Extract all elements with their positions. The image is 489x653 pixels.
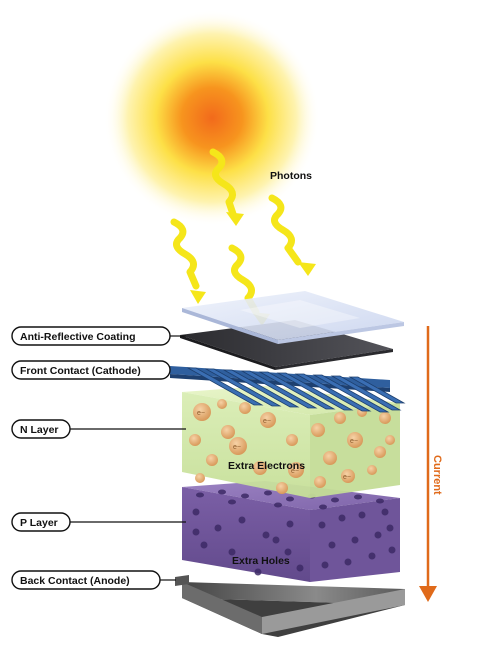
extra-electrons-label: Extra Electrons (228, 460, 305, 472)
photon-ray (268, 194, 302, 266)
photon-ray (209, 148, 237, 218)
callout-back-contact: Back Contact (Anode) (11, 570, 176, 590)
electron-symbol: e− (343, 474, 351, 481)
electron-symbol: e− (233, 444, 241, 451)
current-label: Current (431, 455, 443, 495)
electron-symbols: e− e− e− e− e− e− (197, 410, 358, 481)
front-contact-grid (170, 366, 406, 413)
electron-spheres (189, 399, 395, 494)
photon-ray (170, 218, 200, 290)
anti-reflective-label: Anti-Reflective Coating (20, 331, 136, 343)
back-contact-label: Back Contact (Anode) (20, 575, 130, 587)
p-layer-label: P Layer (20, 517, 58, 529)
n-layer-label: N Layer (20, 424, 59, 436)
electron-symbol: e− (350, 438, 358, 445)
callout-front-contact: Front Contact (Cathode) (11, 360, 171, 380)
anti-reflective-coating (180, 320, 393, 370)
electron-symbol: e− (197, 410, 205, 417)
electron-symbol: e− (291, 468, 299, 475)
glass-layer (182, 291, 404, 344)
electron-symbol: e− (263, 418, 271, 425)
photons-label: Photons (270, 170, 312, 182)
p-layer (182, 481, 400, 582)
callout-n-layer: N Layer (11, 419, 186, 439)
extra-holes-label: Extra Holes (232, 555, 290, 567)
front-contact-label: Front Contact (Cathode) (20, 365, 141, 377)
photon-rays (170, 148, 302, 316)
hole-dots (192, 489, 396, 576)
photon-ray (228, 244, 260, 316)
callout-p-layer: P Layer (11, 512, 186, 532)
back-contact-layer (175, 575, 405, 637)
callout-anti-reflective: Anti-Reflective Coating (11, 326, 186, 346)
current-arrow (419, 326, 437, 602)
sun (104, 10, 320, 226)
